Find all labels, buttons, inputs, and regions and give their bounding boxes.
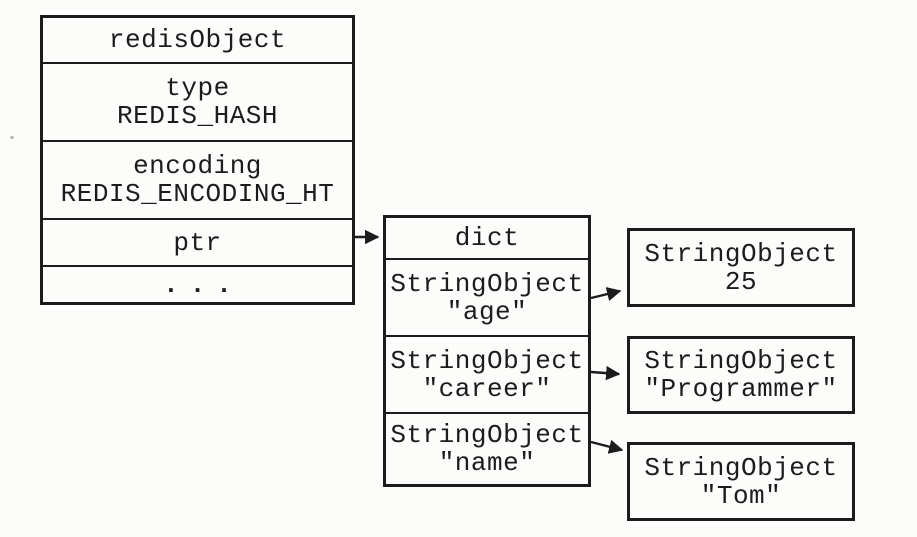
dict-entry-name: StringObject "name" [386, 412, 588, 484]
redis-object-title-row: redisObject [43, 18, 352, 62]
redis-object-title: redisObject [108, 25, 287, 55]
encoding-row: encoding REDIS_ENCODING_HT [43, 140, 352, 218]
entry-key: "career" [422, 373, 552, 404]
dict-entry-career: StringObject "career" [386, 335, 588, 412]
value-box-age: StringObject 25 [627, 228, 855, 307]
ellipsis-label: ... [163, 269, 243, 300]
scan-artifact [10, 136, 14, 139]
value-text: "Tom" [700, 480, 782, 511]
value-type: StringObject [644, 346, 838, 376]
value-type: StringObject [644, 238, 838, 269]
value-text: "Programmer" [644, 374, 838, 404]
entry-type: StringObject [390, 420, 584, 450]
value-box-content: StringObject "Tom" [630, 445, 852, 518]
entry-type: StringObject [390, 345, 584, 376]
ptr-label: ptr [173, 227, 222, 258]
value-box-name: StringObject "Tom" [627, 442, 855, 521]
entry-type: StringObject [390, 268, 584, 299]
type-label: type [165, 73, 230, 103]
value-box-career: StringObject "Programmer" [627, 336, 855, 414]
arrow-age-to-value [590, 287, 622, 302]
type-row: type REDIS_HASH [43, 62, 352, 140]
ellipsis-row: ... [43, 265, 352, 302]
type-value: REDIS_HASH [116, 101, 279, 131]
redis-object-box: redisObject type REDIS_HASH encoding RED… [40, 15, 355, 305]
entry-key: "age" [446, 296, 528, 327]
value-text: 25 [724, 266, 758, 297]
encoding-label: encoding [133, 151, 262, 181]
dict-box: dict StringObject "age" StringObject "ca… [383, 215, 591, 487]
value-type: StringObject [644, 452, 838, 483]
entry-key: "name" [438, 448, 536, 478]
dict-title-row: dict [386, 218, 588, 258]
arrow-career-to-value [590, 365, 621, 381]
encoding-value: REDIS_ENCODING_HT [60, 179, 335, 209]
dict-title: dict [454, 223, 520, 253]
value-box-content: StringObject 25 [630, 231, 852, 304]
value-box-content: StringObject "Programmer" [630, 339, 852, 411]
arrow-name-to-value [590, 439, 624, 454]
ptr-row: ptr [43, 218, 352, 265]
dict-entry-age: StringObject "age" [386, 258, 588, 335]
